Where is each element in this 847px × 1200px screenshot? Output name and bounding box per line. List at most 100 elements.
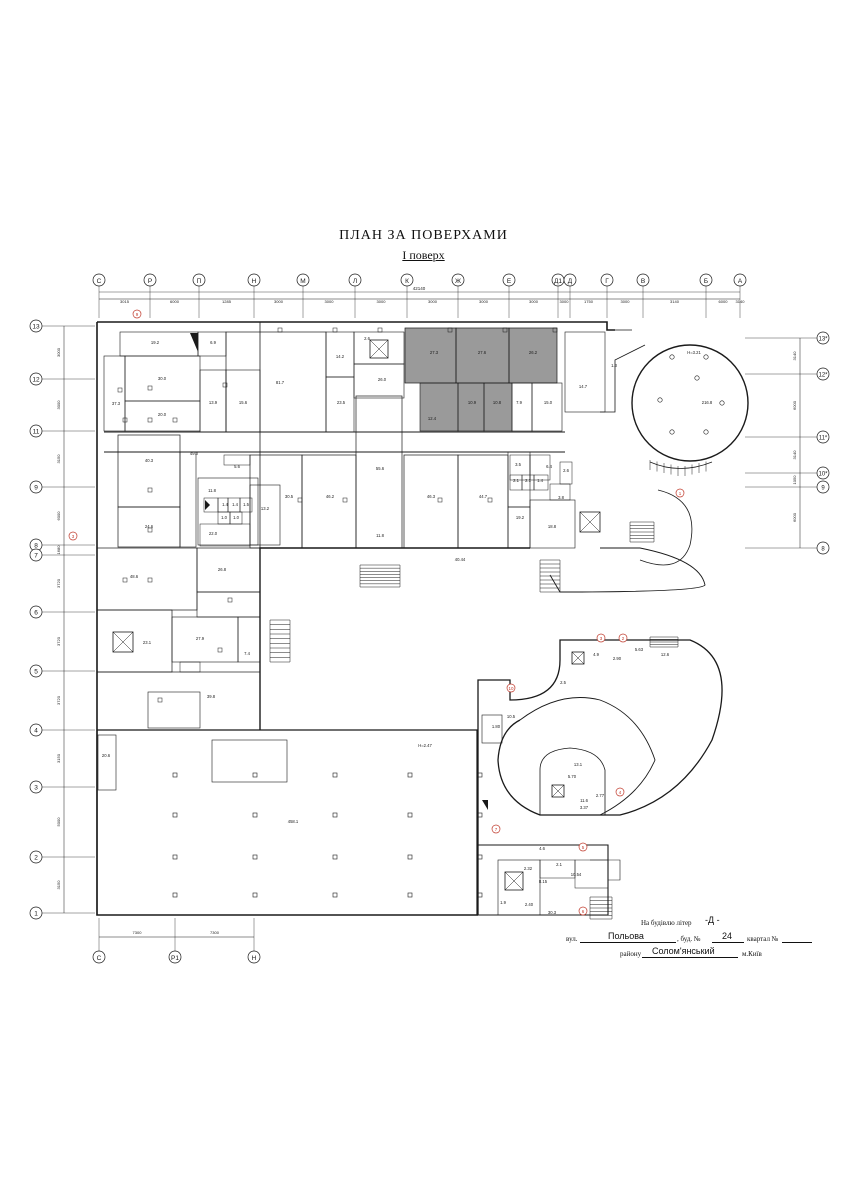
dim-left: 3720: [56, 636, 61, 646]
rotunda-column: [669, 429, 675, 435]
room-label: 26.0: [378, 377, 387, 382]
room-label: 3.37: [580, 805, 589, 810]
room-label: 11.6: [580, 798, 589, 803]
room-label: 44.7: [479, 494, 488, 499]
axis-label-left: 6: [34, 610, 38, 617]
room-outline: [457, 454, 509, 549]
column: [122, 577, 128, 583]
axis-label-top: Д1: [554, 278, 562, 285]
room-label: 22.0: [209, 531, 218, 536]
room-label: 27.6: [478, 350, 487, 355]
room-outline: [96, 609, 173, 673]
room-label: 23.5: [337, 400, 346, 405]
room-label: 14.2: [336, 354, 345, 359]
column: [147, 385, 153, 391]
building-label: , буд. №: [677, 935, 701, 943]
building-underline: [712, 942, 744, 943]
spiral-core: [539, 747, 606, 816]
axis-label-left: 5: [34, 669, 38, 676]
elevator-cross: [504, 871, 524, 891]
room-outline: [197, 477, 259, 546]
room-label: 2.40: [525, 902, 534, 907]
district-value: Солом'янський: [652, 946, 715, 956]
room-label: 5.63: [635, 647, 644, 652]
axis-label-top: А: [738, 278, 743, 285]
room-label: 2.77: [596, 793, 605, 798]
room-outline: [199, 523, 251, 547]
hall-wall: [96, 729, 478, 915]
axis-label-right: 10*: [818, 472, 828, 478]
section-marker-label: 1: [679, 491, 682, 496]
column: [217, 647, 223, 653]
column: [407, 854, 413, 860]
room-label: 1.80: [492, 724, 501, 729]
column: [172, 812, 178, 818]
column: [407, 812, 413, 818]
axis-label-left: 1: [34, 911, 38, 918]
spiral-outer: [477, 639, 723, 915]
elevator-shaft: [112, 631, 134, 653]
elevator-cross: [369, 339, 389, 359]
column: [172, 854, 178, 860]
room-label: 6.9: [210, 340, 216, 345]
street-label: вул.: [566, 935, 578, 943]
dim-top: 3000: [428, 299, 438, 304]
axis-label-top: Д: [568, 278, 573, 285]
dim-bottom: 7300: [210, 930, 220, 935]
dim-top: 3140: [670, 299, 680, 304]
dim-left: 6000: [56, 511, 61, 521]
room-outline: [211, 739, 288, 783]
elevator-shaft: [579, 511, 601, 533]
room-label: 2.1: [556, 862, 562, 867]
room-label: 27.9: [196, 636, 205, 641]
axis-label-left: 2: [34, 855, 38, 862]
street-underline: [580, 942, 676, 943]
se-block: [590, 859, 621, 881]
room-label: H=3.21: [687, 350, 701, 355]
room-outline: [403, 454, 459, 549]
elevator-cross: [551, 784, 565, 798]
room-label: 20.0: [158, 412, 167, 417]
column: [502, 327, 508, 333]
column: [117, 387, 123, 393]
room-outline: [564, 331, 606, 413]
dim-left: 3150: [56, 753, 61, 763]
room-outline: [103, 355, 126, 432]
column: [332, 772, 338, 778]
room-outline: [196, 547, 261, 593]
axis-label-top: Е: [507, 278, 512, 285]
dim-right: 3140: [792, 351, 797, 361]
axis-label-top: Г: [605, 278, 609, 285]
room-label: 13.2: [261, 506, 270, 511]
dim-top: 3000: [325, 299, 335, 304]
room-outline: [117, 434, 181, 508]
column: [227, 597, 233, 603]
axis-label-bottom: С: [97, 955, 102, 962]
plan-geometry: [96, 321, 749, 920]
stair-curve: [639, 489, 693, 566]
column: [122, 417, 128, 423]
district-label: району: [620, 950, 642, 958]
rotunda-stair: [649, 461, 713, 469]
shaded-room-block: [420, 383, 512, 431]
room-label: 18.8: [548, 524, 557, 529]
room-label: 5.6: [234, 464, 240, 469]
axis-label-top: М: [300, 278, 305, 285]
dim-top: 6000: [170, 299, 180, 304]
room-label: 458.1: [288, 819, 299, 824]
column: [332, 892, 338, 898]
section-marker: [491, 824, 501, 834]
room-outline: [96, 547, 198, 611]
column: [332, 812, 338, 818]
room-label: 55.6: [376, 466, 385, 471]
column: [172, 417, 178, 423]
room-outline: [531, 382, 563, 432]
rotunda-column: [719, 400, 725, 406]
room-outline: [171, 616, 239, 663]
room-label: 4.6: [539, 846, 545, 851]
axis-label-top: К: [405, 278, 409, 285]
room-outline: [511, 382, 533, 432]
